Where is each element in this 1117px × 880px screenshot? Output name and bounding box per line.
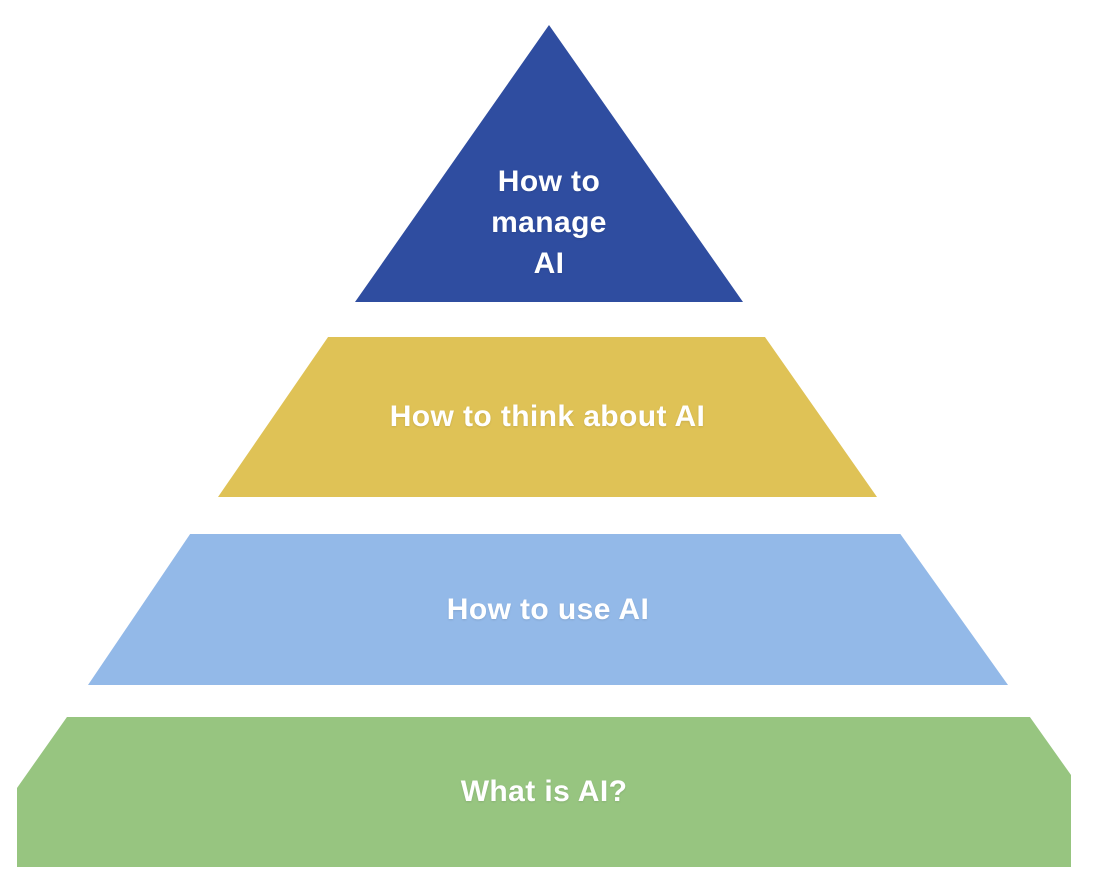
level-label-how-to-manage-ai: How to manage AI (491, 161, 607, 302)
pyramid-level-how-to-use-ai: How to use AI (88, 534, 1008, 685)
label-line-2: manage (491, 206, 607, 239)
label-line-3: AI (533, 247, 565, 280)
level-label-what-is-ai: What is AI? (460, 775, 628, 808)
pyramid-level-what-is-ai: What is AI? (17, 717, 1071, 867)
pyramid-level-how-to-manage-ai: How to manage AI (355, 25, 743, 302)
level-label-how-to-use-ai: How to use AI (446, 592, 650, 626)
level-label-how-to-think-about-ai: How to think about AI (389, 400, 706, 433)
pyramid-level-how-to-think-about-ai: How to think about AI (218, 337, 877, 497)
label-line-1: How to (497, 165, 601, 198)
